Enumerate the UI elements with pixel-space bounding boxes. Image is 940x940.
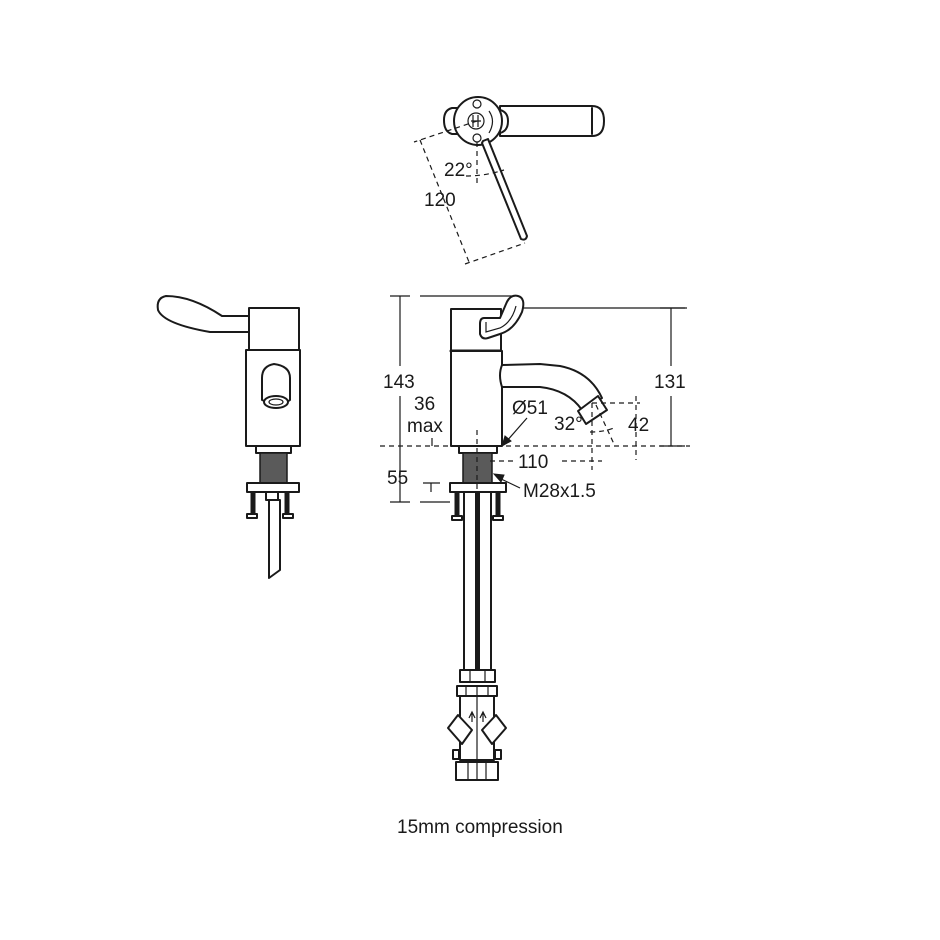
caption: 15mm compression: [397, 817, 563, 838]
side-view: [156, 295, 301, 579]
top-view: 22° 120: [413, 96, 605, 265]
spout-reach-label: 110: [518, 452, 548, 473]
spout-height-label: 131: [654, 372, 686, 393]
deck-thickness-label-line2: max: [407, 416, 443, 437]
outlet-height-label: 42: [628, 415, 649, 436]
deck-thickness-label-line1: 36: [414, 394, 435, 415]
spout-angle-label: 32°: [554, 414, 583, 435]
top-angle-label: 22°: [444, 160, 473, 181]
front-view: 143 131 36 max 55 Ø51 32° 42 110: [380, 294, 690, 781]
shank-length-label: 55: [387, 468, 408, 489]
overall-height-label: 143: [383, 372, 415, 393]
lever-length-label: 120: [424, 190, 456, 211]
thread-label: M28x1.5: [523, 481, 596, 502]
base-diameter-label: Ø51: [512, 398, 548, 419]
